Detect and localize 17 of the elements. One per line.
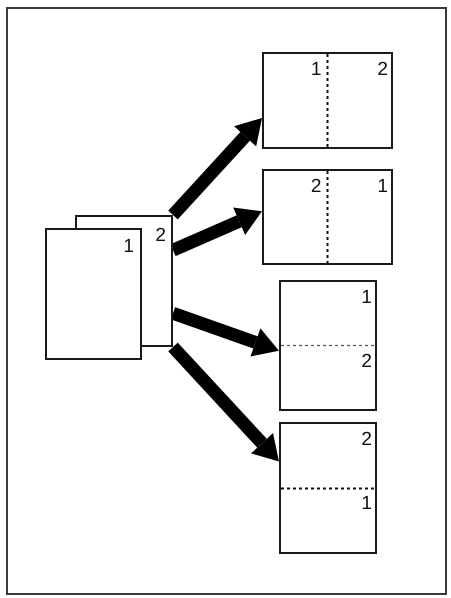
arrow xyxy=(168,118,262,220)
page-number: 2 xyxy=(310,177,322,196)
page-number: 1 xyxy=(377,177,388,196)
page-sheet xyxy=(279,280,377,411)
page-number: 1 xyxy=(361,494,372,513)
page-number: 2 xyxy=(361,430,372,449)
page-number: 2 xyxy=(361,352,372,370)
page-number: 1 xyxy=(361,288,372,307)
page-sheet xyxy=(262,52,393,149)
page-sheet xyxy=(45,228,142,360)
page-sheet xyxy=(279,422,377,554)
page-number: 1 xyxy=(123,237,134,256)
page-number: 2 xyxy=(155,226,166,245)
arrow xyxy=(168,342,279,462)
page-sheet xyxy=(262,169,393,265)
page-number: 2 xyxy=(377,60,388,79)
page-number: 1 xyxy=(310,60,322,79)
